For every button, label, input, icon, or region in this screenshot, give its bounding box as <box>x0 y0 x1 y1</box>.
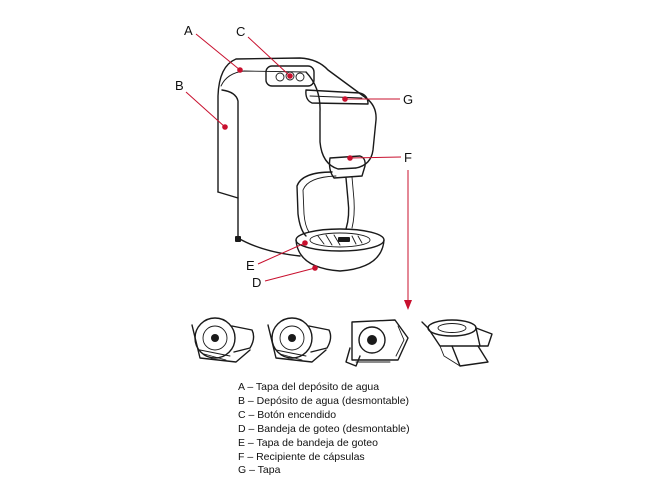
leader-dot-A <box>237 67 243 73</box>
leader-dot-G <box>342 96 348 102</box>
machine-top-edge <box>220 70 307 87</box>
leader-arrow-F-head <box>404 300 412 310</box>
capsule-holder-variant-2 <box>267 317 332 363</box>
callout-label-B: B <box>175 78 184 93</box>
cavity-left-arm-inner <box>302 175 337 233</box>
leader-line-C <box>247 36 291 77</box>
legend-item-G: G – Tapa <box>238 464 281 477</box>
cavity-left-arm <box>296 171 333 237</box>
leader-line-D <box>264 267 316 282</box>
capsule-holder-drawing <box>328 155 366 179</box>
legend-item-F: F – Recipiente de cápsulas <box>238 450 365 463</box>
callout-F: F <box>347 150 412 310</box>
capsule-holder-variant-1 <box>191 317 255 363</box>
leader-dot-B <box>222 124 228 130</box>
callout-B: B <box>175 78 228 130</box>
leader-line-E <box>257 242 306 265</box>
callout-label-D: D <box>252 275 261 290</box>
callout-label-F: F <box>404 150 412 165</box>
leader-dot-D <box>312 265 318 271</box>
power-button-panel <box>265 65 315 87</box>
legend-item-C: C – Botón encendido <box>238 408 337 421</box>
callout-label-G: G <box>403 92 413 107</box>
leader-line-A <box>195 33 241 71</box>
leader-dot-E <box>302 240 308 246</box>
coffee-machine-drawing <box>217 57 385 272</box>
callout-label-C: C <box>236 24 245 39</box>
capsule-holder-variants <box>191 317 493 367</box>
legend-item-A: A – Tapa del depósito de agua <box>238 381 380 393</box>
callout-label-A: A <box>184 23 193 38</box>
callout-E: E <box>246 240 308 273</box>
machine-foot <box>235 236 241 242</box>
legend-item-E: E – Tapa de bandeja de goteo <box>238 436 378 449</box>
lid-drawing <box>305 89 369 105</box>
callout-label-E: E <box>246 258 255 273</box>
callout-C: C <box>236 24 293 79</box>
callout-G: G <box>342 92 413 107</box>
machine-body-outline <box>217 57 377 193</box>
water-tank-edge <box>217 89 239 199</box>
legend-item-D: D – Bandeja de goteo (desmontable) <box>238 422 410 435</box>
leader-dot-C <box>287 73 293 79</box>
leader-line-F <box>349 156 402 159</box>
capsule-holder-variant-4 <box>421 319 493 367</box>
leader-dot-F <box>347 155 353 161</box>
machine-head-front <box>305 71 357 170</box>
leader-line-B <box>185 91 226 128</box>
capsule-holder-variant-3 <box>345 319 409 367</box>
callout-A: A <box>184 23 243 73</box>
machine-lower-body <box>237 197 301 257</box>
drip-tray-drawing <box>295 228 385 272</box>
callout-D: D <box>252 265 318 290</box>
cavity-right-arm-inner <box>351 176 355 229</box>
legend-item-B: B – Depósito de agua (desmontable) <box>238 394 410 407</box>
parts-legend: A – Tapa del depósito de agua B – Depósi… <box>238 381 478 478</box>
cavity-right-arm <box>345 177 350 230</box>
